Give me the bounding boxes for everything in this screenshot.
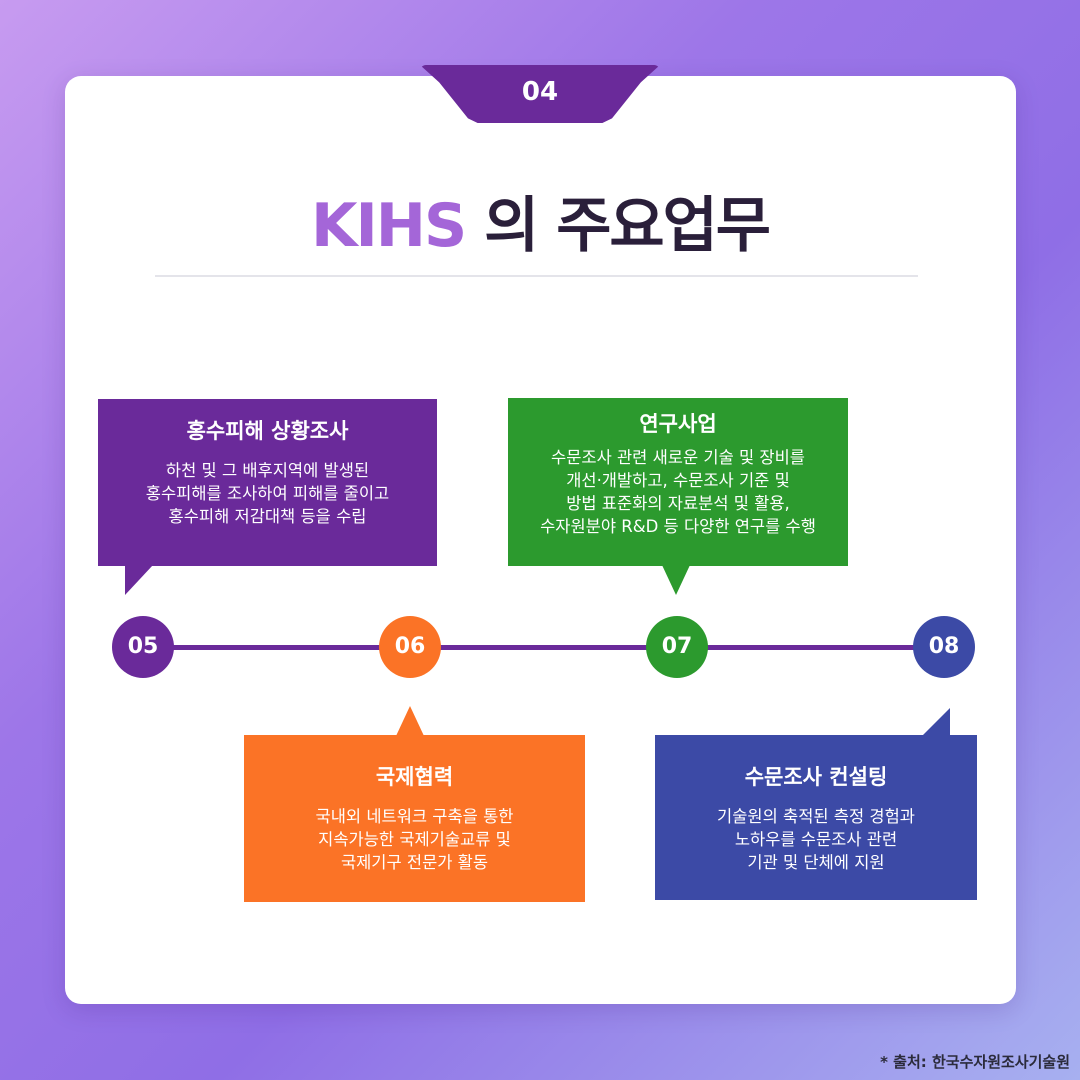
step-line: 방법 표준화의 자료분석 및 활용,: [566, 494, 790, 513]
step-line: 국제기구 전문가 활동: [340, 853, 489, 872]
step-title: 수문조사 컨설팅: [744, 765, 888, 789]
step-line: 수자원분야 R&D 등 다양한 연구를 수행: [540, 517, 816, 536]
timeline-node-08: 08: [913, 616, 975, 678]
step-description: 기술원의 축적된 측정 경험과 노하우를 수문조사 관련 기관 및 단체에 지원: [655, 805, 977, 874]
section-number: 04: [521, 77, 559, 107]
step-line: 기관 및 단체에 지원: [747, 853, 885, 872]
step-title: 연구사업: [639, 412, 717, 436]
step-box-05: 홍수피해 상황조사 하천 및 그 배후지역에 발생된 홍수피해를 조사하여 피해…: [98, 399, 437, 566]
step-line: 국내외 네트워크 구축을 통한: [315, 807, 514, 826]
timeline-node-06: 06: [379, 616, 441, 678]
step-line: 홍수피해 저감대책 등을 수립: [168, 507, 367, 526]
source-note: * 출처: 한국수자원조사기술원: [880, 1053, 1070, 1071]
callout-pointer: [125, 565, 153, 595]
step-line: 수문조사 관련 새로운 기술 및 장비를: [551, 448, 805, 467]
step-box-06: 국제협력 국내외 네트워크 구축을 통한 지속가능한 국제기술교류 및 국제기구…: [244, 735, 585, 902]
step-title: 홍수피해 상황조사: [186, 419, 349, 443]
timeline-node-05: 05: [112, 616, 174, 678]
step-description: 하천 및 그 배후지역에 발생된 홍수피해를 조사하여 피해를 줄이고 홍수피해…: [98, 459, 437, 528]
step-line: 개선·개발하고, 수문조사 기준 및: [566, 471, 790, 490]
title-divider: [155, 275, 918, 277]
step-line: 홍수피해를 조사하여 피해를 줄이고: [145, 484, 390, 503]
step-box-08: 수문조사 컨설팅 기술원의 축적된 측정 경험과 노하우를 수문조사 관련 기관…: [655, 735, 977, 900]
title-accent: KIHS: [310, 191, 467, 261]
callout-pointer: [662, 565, 690, 595]
callout-pointer: [922, 708, 950, 736]
step-title: 국제협력: [375, 765, 454, 789]
step-line: 기술원의 축적된 측정 경험과: [717, 807, 915, 826]
step-line: 하천 및 그 배후지역에 발생된: [165, 461, 370, 480]
title-rest: 의 주요업무: [465, 191, 771, 261]
page-title: KIHS 의 주요업무: [0, 186, 1080, 266]
step-line: 지속가능한 국제기술교류 및: [318, 830, 511, 849]
callout-pointer: [396, 706, 424, 736]
step-description: 수문조사 관련 새로운 기술 및 장비를 개선·개발하고, 수문조사 기준 및 …: [508, 446, 848, 538]
step-line: 노하우를 수문조사 관련: [734, 830, 898, 849]
timeline-node-07: 07: [646, 616, 708, 678]
timeline-line: [150, 645, 950, 650]
step-description: 국내외 네트워크 구축을 통한 지속가능한 국제기술교류 및 국제기구 전문가 …: [244, 805, 585, 874]
step-box-07: 연구사업 수문조사 관련 새로운 기술 및 장비를 개선·개발하고, 수문조사 …: [508, 398, 848, 566]
